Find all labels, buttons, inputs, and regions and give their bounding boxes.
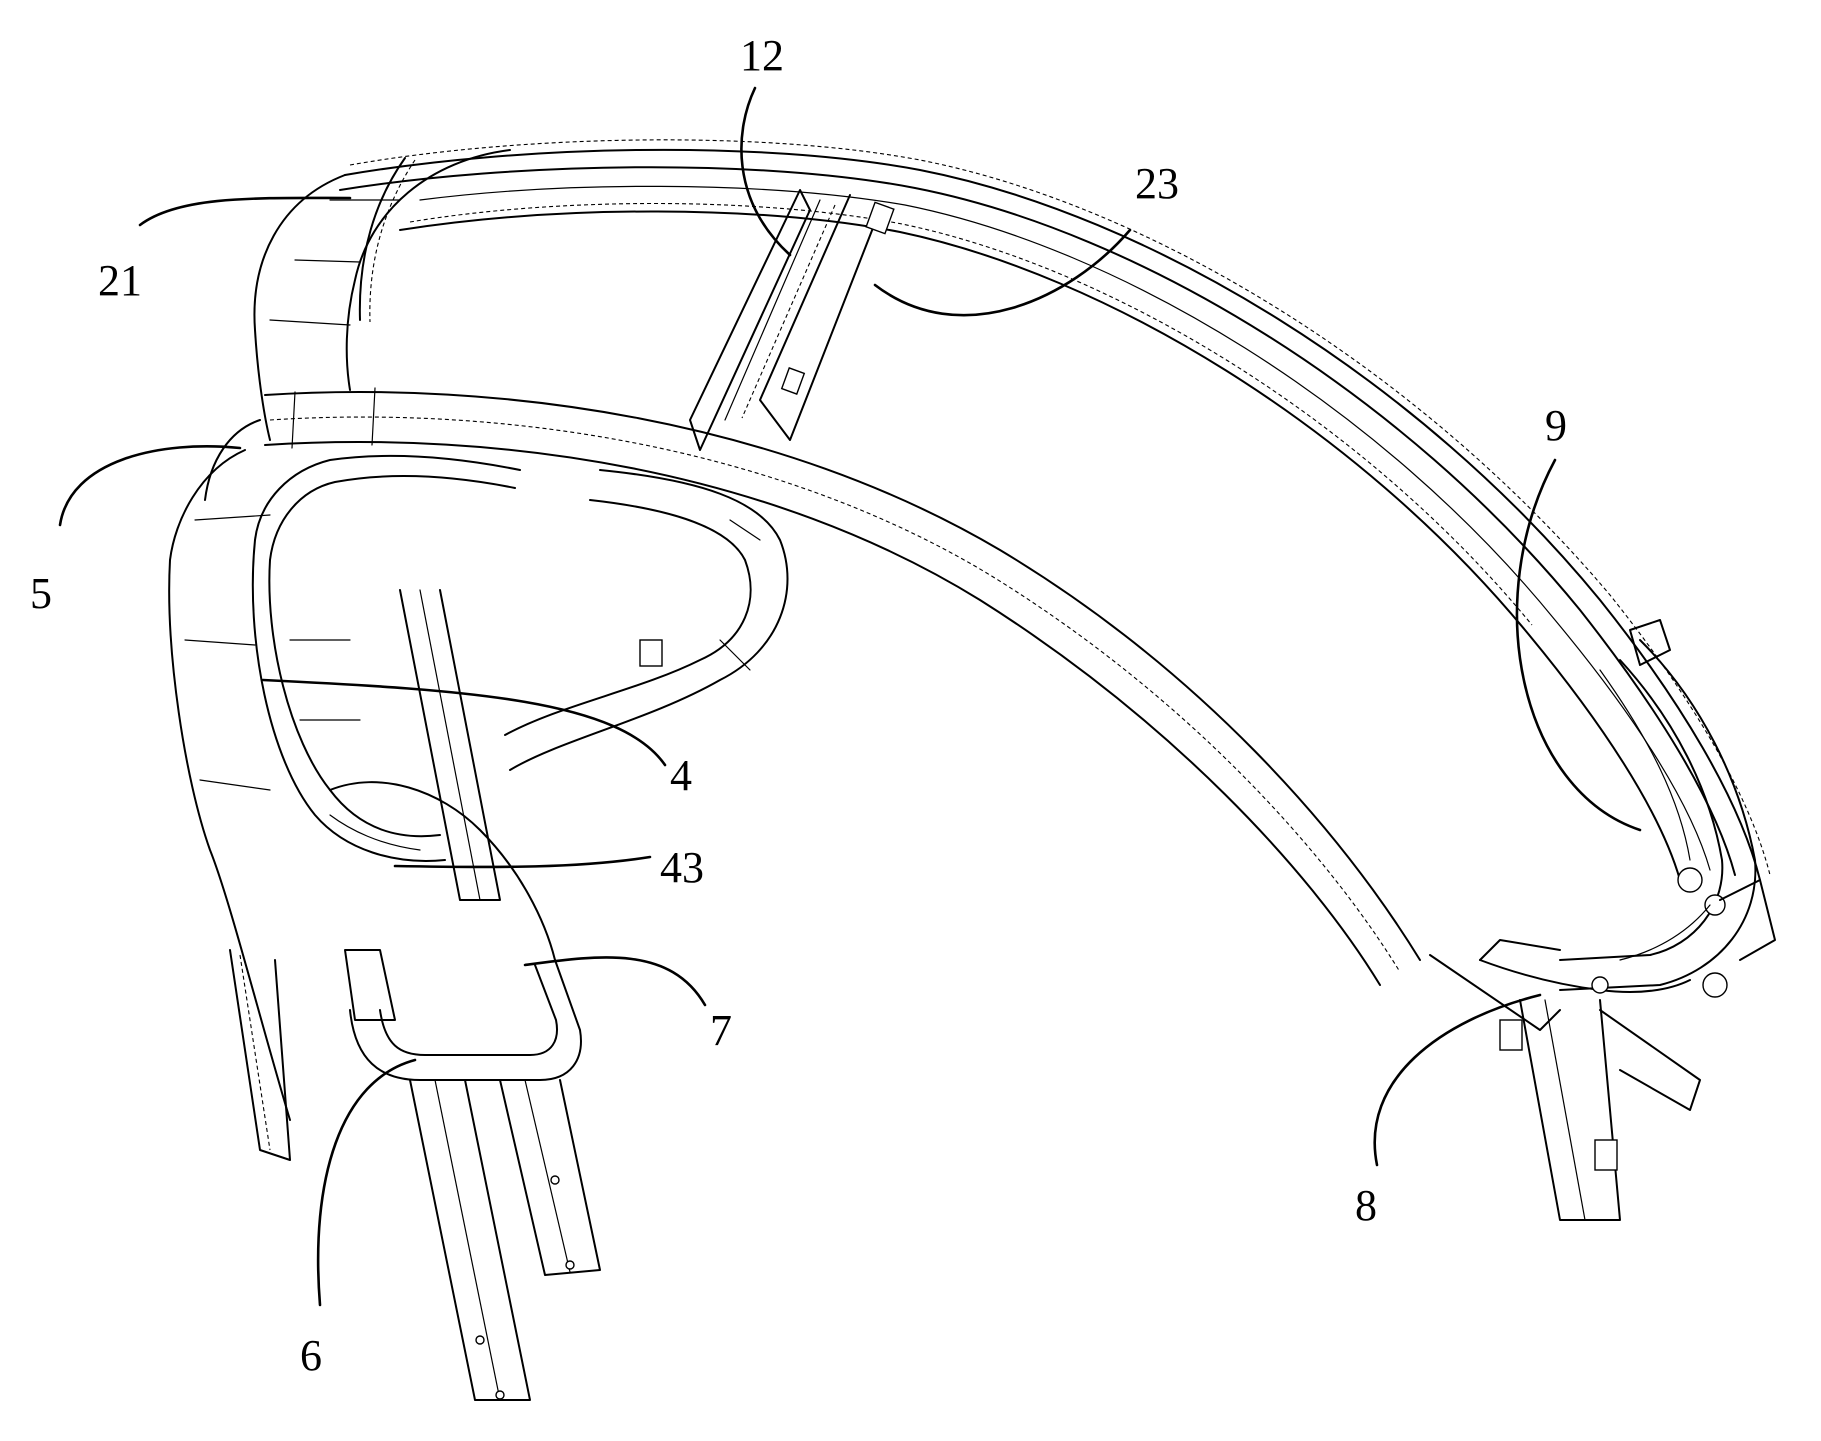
right-assembly [1430, 620, 1775, 1220]
label-43: 43 [660, 843, 704, 892]
label-23: 23 [1135, 159, 1179, 208]
label-8: 8 [1355, 1181, 1377, 1230]
label-5: 5 [30, 569, 52, 618]
leader-4 [263, 680, 665, 765]
leader-5 [60, 446, 240, 525]
middle-loop [505, 470, 788, 770]
leader-6 [318, 1060, 415, 1305]
label-7: 7 [710, 1006, 732, 1055]
leader-7 [525, 957, 705, 1005]
label-21: 21 [98, 256, 142, 305]
label-9: 9 [1545, 401, 1567, 450]
label-4: 4 [670, 751, 692, 800]
leader-21 [140, 198, 350, 225]
leader-9 [1517, 460, 1640, 830]
leader-43 [395, 857, 650, 867]
rear-cross-member [690, 190, 894, 450]
inner-left-loop [253, 456, 555, 960]
left-front-hoop [169, 150, 510, 1160]
leader-lines [60, 88, 1640, 1305]
label-12: 12 [740, 31, 784, 80]
label-6: 6 [300, 1331, 322, 1380]
roof-ring [340, 140, 1770, 880]
